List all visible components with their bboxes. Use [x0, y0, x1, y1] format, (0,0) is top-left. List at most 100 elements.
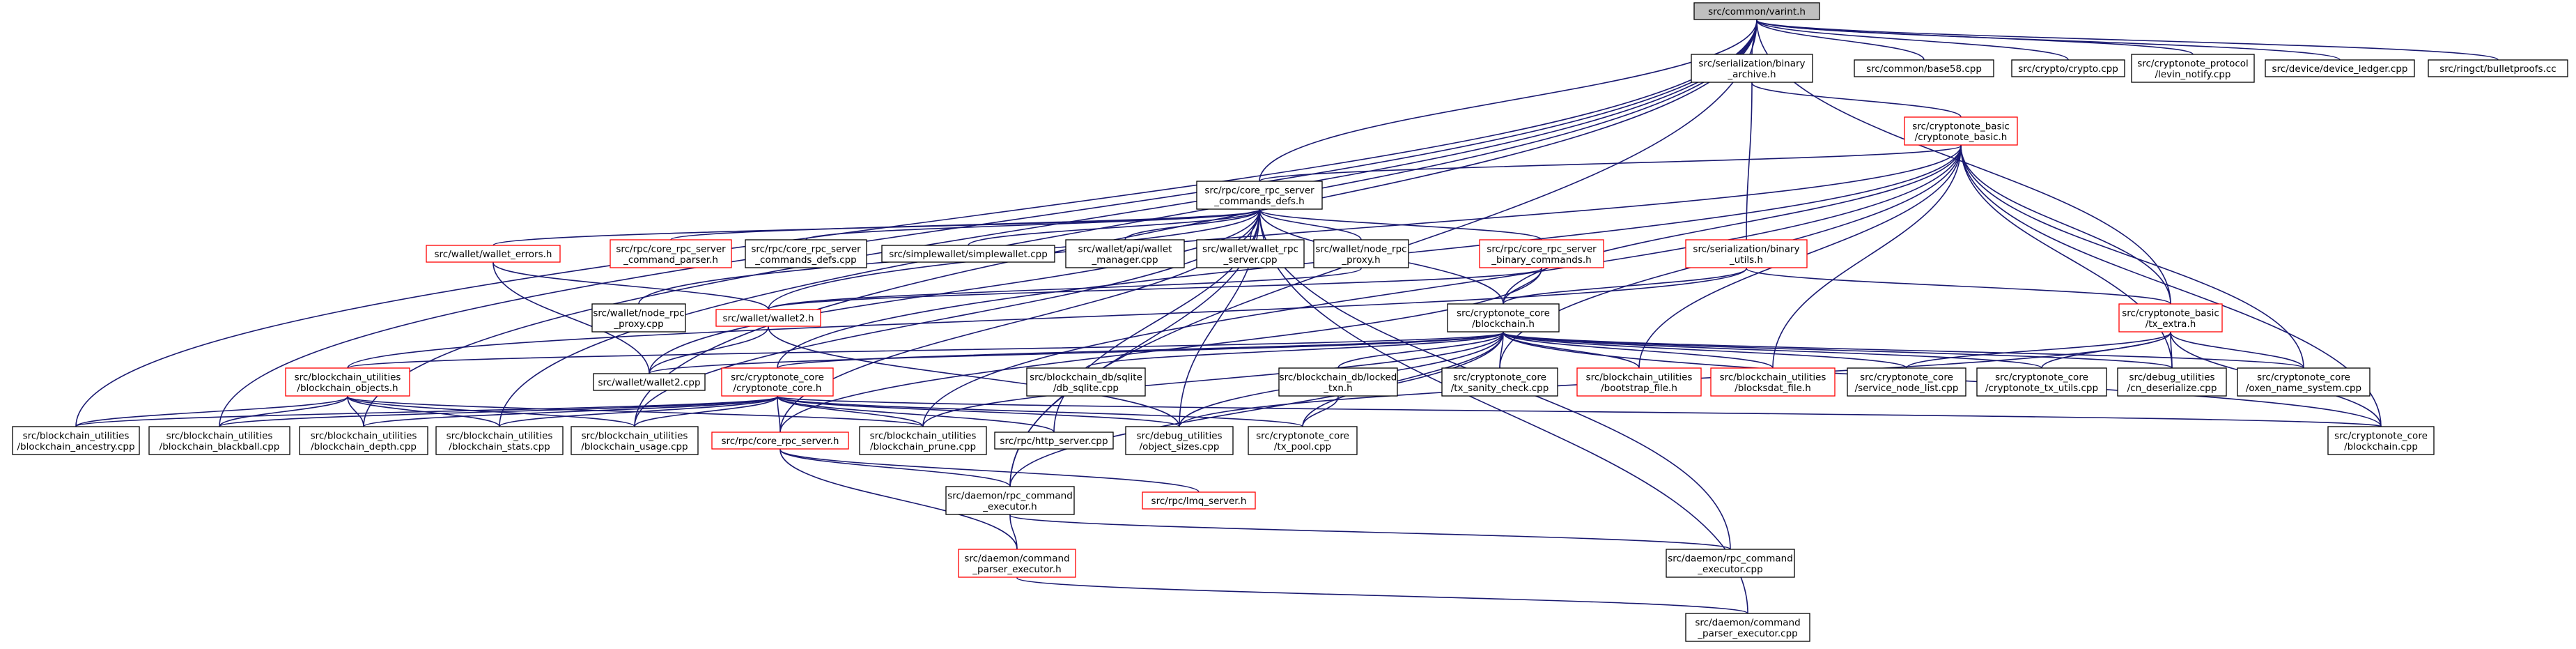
- file-node-api-wallet-mgr[interactable]: src/wallet/api/wallet_manager.cpp: [1065, 239, 1185, 268]
- include-edge-wallet2_h-to-cn_basic: [768, 139, 1965, 310]
- file-node-bc-ancestry[interactable]: src/blockchain_utilities/blockchain_ance…: [12, 426, 140, 455]
- file-node-label: /tx_sanity_check.cpp: [1451, 383, 1549, 394]
- file-node-label: src/blockchain_utilities: [166, 430, 273, 441]
- include-edge-cn_deser-to-cn_blockchain_h: [1499, 325, 2173, 369]
- file-node-box: [1976, 367, 2107, 397]
- file-node-ser-utils[interactable]: src/serialization/binary_utils.h: [1685, 239, 1808, 268]
- file-node-bcu-objects[interactable]: src/blockchain_utilities/blockchain_obje…: [285, 367, 410, 397]
- file-node-label: src/debug_utilities: [1136, 430, 1222, 441]
- file-node-varint[interactable]: src/common/varint.h: [1693, 2, 1820, 20]
- file-node-node-rpc-proxy-h[interactable]: src/wallet/node_rpc_proxy.h: [1313, 239, 1409, 268]
- file-node-http-server[interactable]: src/rpc/http_server.cpp: [994, 432, 1114, 450]
- file-node-rpc-server-h[interactable]: src/rpc/core_rpc_server.h: [711, 432, 849, 450]
- file-node-wallet2-h[interactable]: src/wallet/wallet2.h: [715, 309, 821, 327]
- include-edge-rpc_defs-to-varint: [1259, 13, 1761, 182]
- file-node-label: _binary_commands.h: [1491, 254, 1591, 266]
- file-node-cn-basic[interactable]: src/cryptonote_basic/cryptonote_basic.h: [1904, 116, 2018, 146]
- file-node-label: _executor.h: [982, 501, 1037, 512]
- file-node-node-rpc-proxy-cpp[interactable]: src/wallet/node_rpc_proxy.cpp: [591, 303, 686, 333]
- file-node-box: [1196, 239, 1305, 268]
- include-edge-api_wallet_mgr-to-rpc_defs: [1124, 203, 1264, 240]
- file-node-label: src/wallet/wallet2.cpp: [598, 377, 700, 388]
- file-node-box: [711, 432, 849, 450]
- include-edge-locked_txn-to-cn_blockchain_h: [1337, 326, 1507, 369]
- file-node-label: _server.cpp: [1223, 254, 1277, 266]
- file-node-bc-blackball[interactable]: src/blockchain_utilities/blockchain_blac…: [148, 426, 290, 455]
- include-edge-base58-to-varint: [1753, 13, 1925, 61]
- file-node-tx-pool[interactable]: src/cryptonote_core/tx_pool.cpp: [1248, 426, 1358, 455]
- include-edge-obj_sizes-to-cn_core_h: [773, 389, 1180, 427]
- file-node-device-ledger[interactable]: src/device/device_ledger.cpp: [2265, 59, 2415, 77]
- file-node-wallet2-cpp[interactable]: src/wallet/wallet2.cpp: [593, 373, 706, 391]
- file-node-label: _proxy.cpp: [613, 319, 663, 330]
- file-node-ser-archive[interactable]: src/serialization/binary_archive.h: [1691, 54, 1813, 83]
- file-node-box: [1847, 367, 1966, 397]
- file-node-lmq-server[interactable]: src/rpc/lmq_server.h: [1142, 491, 1256, 510]
- file-node-label: _command_parser.h: [623, 254, 718, 266]
- include-edge-cmd_parser_exec_h-to-rpc_cmd_exec_h: [1006, 508, 1018, 550]
- file-node-box: [148, 426, 290, 455]
- include-edge-tx_pool-to-locked_txn: [1302, 390, 1342, 427]
- file-node-label: src/simplewallet/simplewallet.cpp: [889, 249, 1048, 260]
- file-node-sqlite[interactable]: src/blockchain_db/sqlite/db_sqlite.cpp: [1026, 367, 1146, 397]
- file-node-cn-blockchain-h[interactable]: src/cryptonote_core/blockchain.h: [1447, 303, 1560, 333]
- file-node-bc-depth[interactable]: src/blockchain_utilities/blockchain_dept…: [299, 426, 428, 455]
- file-node-wallet-errors[interactable]: src/wallet/wallet_errors.h: [426, 245, 561, 263]
- file-node-cmd-parser-exec-h[interactable]: src/daemon/command_parser_executor.h: [958, 549, 1076, 578]
- include-edge-tx_pool-to-cn_core_h: [773, 389, 1303, 427]
- file-node-label: src/blockchain_utilities: [447, 430, 553, 441]
- file-node-oxen-name[interactable]: src/cryptonote_core/oxen_name_system.cpp: [2237, 367, 2371, 397]
- file-node-tx-extra[interactable]: src/cryptonote_basic/tx_extra.h: [2118, 303, 2223, 333]
- file-node-cn-core-h[interactable]: src/cryptonote_core/cryptonote_core.h: [721, 367, 834, 397]
- file-node-sn-list[interactable]: src/cryptonote_core/service_node_list.cp…: [1847, 367, 1966, 397]
- include-edge-cn_basic-to-ser_archive: [1748, 76, 1962, 118]
- file-node-binary-cmds[interactable]: src/rpc/core_rpc_server_binary_commands.…: [1479, 239, 1604, 268]
- file-node-box: [591, 303, 686, 333]
- file-node-crypto[interactable]: src/crypto/crypto.cpp: [2011, 59, 2125, 77]
- file-node-base58[interactable]: src/common/base58.cpp: [1854, 59, 1994, 77]
- file-node-label: src/wallet/wallet2.h: [722, 313, 814, 324]
- include-edge-bc_ancestry-to-varint: [75, 13, 1761, 427]
- file-node-label: src/daemon/command: [1695, 617, 1800, 628]
- file-node-rpc-defs[interactable]: src/rpc/core_rpc_server_commands_defs.h: [1196, 181, 1323, 210]
- file-node-wallet-rpc-srv[interactable]: src/wallet/wallet_rpc_server.cpp: [1196, 239, 1305, 268]
- file-node-simplewallet[interactable]: src/simplewallet/simplewallet.cpp: [881, 245, 1055, 263]
- file-node-cmd-parser[interactable]: src/rpc/core_rpc_server_command_parser.h: [610, 239, 732, 268]
- file-node-levin[interactable]: src/cryptonote_protocol/levin_notify.cpp: [2131, 54, 2255, 83]
- file-node-tx-utils[interactable]: src/cryptonote_core/cryptonote_tx_utils.…: [1976, 367, 2107, 397]
- include-edge-sn_list-to-tx_extra: [1906, 326, 2175, 369]
- file-node-box: [2131, 54, 2255, 83]
- file-node-bc-usage[interactable]: src/blockchain_utilities/blockchain_usag…: [571, 426, 699, 455]
- file-node-box: [1685, 239, 1808, 268]
- file-node-defs-cpp[interactable]: src/rpc/core_rpc_server_commands_defs.cp…: [745, 239, 867, 268]
- file-node-locked-txn[interactable]: src/blockchain_db/locked_txn.h: [1278, 367, 1398, 397]
- file-node-label: src/blockchain_utilities: [582, 430, 688, 441]
- file-node-cmd-parser-exec-cpp[interactable]: src/daemon/command_parser_executor.cpp: [1685, 613, 1810, 642]
- file-node-bulletproofs[interactable]: src/ringct/bulletproofs.cc: [2428, 59, 2568, 77]
- file-node-blocksdat[interactable]: src/blockchain_utilities/blocksdat_file.…: [1710, 367, 1836, 397]
- include-edge-blocksdat-to-cn_basic: [1772, 139, 1965, 369]
- file-node-bc-prune[interactable]: src/blockchain_utilities/blockchain_prun…: [859, 426, 987, 455]
- file-node-box: [1313, 239, 1409, 268]
- file-node-box: [859, 426, 987, 455]
- include-edge-simplewallet-to-rpc_defs: [968, 203, 1264, 246]
- file-node-label: _manager.cpp: [1091, 254, 1158, 266]
- include-edge-wallet2_h-to-node_rpc_proxy_h: [768, 261, 1365, 310]
- file-node-box: [610, 239, 732, 268]
- file-node-obj-sizes[interactable]: src/debug_utilities/object_sizes.cpp: [1125, 426, 1234, 455]
- file-node-rpc-cmd-exec-h[interactable]: src/daemon/rpc_command_executor.h: [945, 486, 1075, 515]
- file-node-blockchain-cpp[interactable]: src/cryptonote_core/blockchain.cpp: [2327, 426, 2435, 455]
- include-edge-bcu_objects-to-ser_utils: [347, 261, 1751, 369]
- file-node-cn-deser[interactable]: src/debug_utilities/cn_deserialize.cpp: [2117, 367, 2227, 397]
- include-edge-wallet2_h-to-binary_cmds: [768, 261, 1546, 310]
- file-node-bootstrap[interactable]: src/blockchain_utilities/bootstrap_file.…: [1576, 367, 1702, 397]
- include-edge-rpc_cmd_exec_cpp-to-rpc_cmd_exec_h: [1006, 507, 1731, 550]
- file-node-label: src/rpc/core_rpc_server: [751, 243, 861, 254]
- file-node-box: [1142, 491, 1256, 510]
- file-node-tx-sanity[interactable]: src/cryptonote_core/tx_sanity_check.cpp: [1441, 367, 1558, 397]
- file-node-bc-stats[interactable]: src/blockchain_utilities/blockchain_stat…: [435, 426, 564, 455]
- include-edge-sn_list-to-cn_blockchain_h: [1499, 325, 1907, 369]
- include-edge-rpc_server_h-to-cn_core_h: [773, 390, 782, 433]
- file-node-rpc-cmd-exec-cpp[interactable]: src/daemon/rpc_command_executor.cpp: [1666, 549, 1795, 578]
